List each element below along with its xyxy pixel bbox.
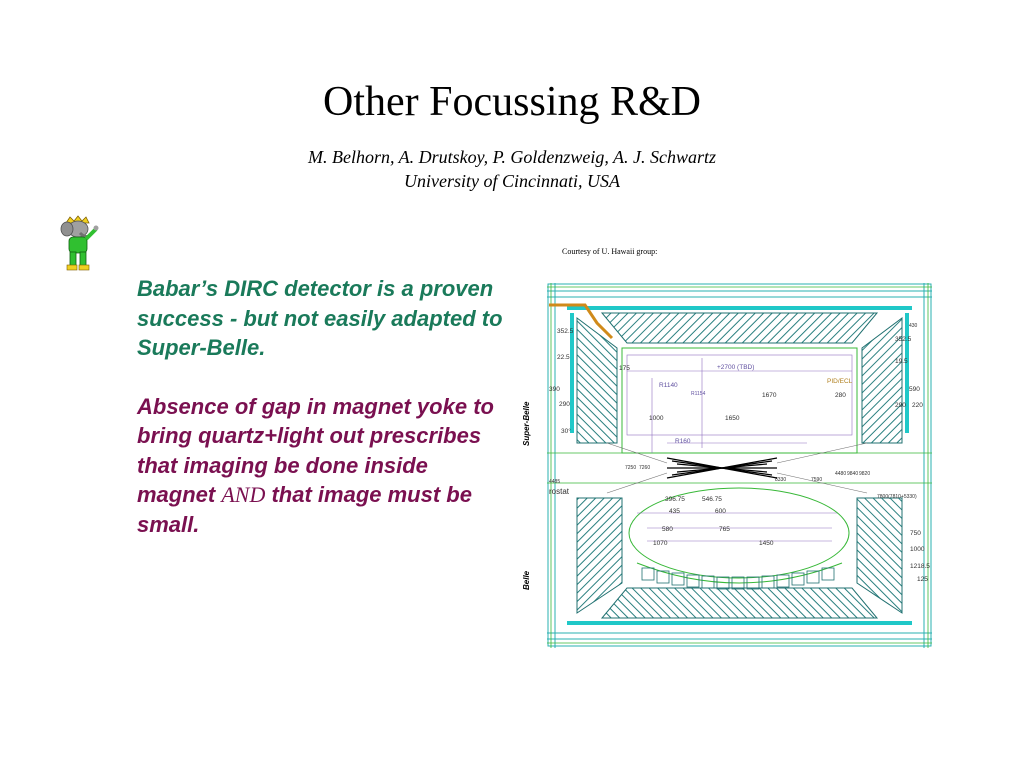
bottom-magnet-coil xyxy=(600,587,879,619)
dim-7250: 7250 xyxy=(625,465,636,471)
dim-22-5: 22.5 xyxy=(557,354,570,361)
right-lower-endcap xyxy=(856,497,903,614)
right-upper-endcap xyxy=(861,317,903,444)
body-text: Babar’s DIRC detector is a proven succes… xyxy=(137,274,507,539)
belle-outline-lines xyxy=(547,283,932,648)
lower-chamber xyxy=(628,487,850,579)
dim-590: 590 xyxy=(909,386,920,393)
affiliation-line: University of Cincinnati, USA xyxy=(404,171,620,191)
dim-175: 175 xyxy=(619,365,630,372)
orange-beam-line xyxy=(549,303,614,340)
dim-765: 765 xyxy=(719,526,730,533)
dim-7590: 7590 xyxy=(811,477,822,483)
dim-290-right: 290 xyxy=(895,402,906,409)
dim-1450: 1450 xyxy=(759,540,774,547)
dim-750: 750 xyxy=(910,530,921,537)
dim-7260: 7260 xyxy=(639,465,650,471)
authors-line: M. Belhorn, A. Drutskoy, P. Goldenzweig,… xyxy=(308,147,716,167)
dim-r1154: R1154 xyxy=(691,391,706,397)
interaction-region xyxy=(666,457,778,479)
dim-352-5-right: 352.5 xyxy=(895,336,912,343)
paragraph-dirc: Babar’s DIRC detector is a proven succes… xyxy=(137,276,503,360)
label-rostat: rostat xyxy=(549,487,570,496)
dim-125: 125 xyxy=(917,576,928,583)
dim-r1140: R1140 xyxy=(659,382,678,389)
top-magnet-coil xyxy=(600,312,879,344)
dim-1000: 1000 xyxy=(649,415,664,422)
elephant-mascot-icon xyxy=(60,215,99,271)
dimension-labels: 352.5 22.5 175 390 290 30° 4485 rostat 3… xyxy=(549,323,930,583)
dim-600: 600 xyxy=(715,508,726,515)
lower-calorimeter-shape xyxy=(636,562,843,584)
left-lower-endcap xyxy=(576,497,623,614)
dim-352-5-left: 352.5 xyxy=(557,328,574,335)
dimension-lines xyxy=(626,354,853,542)
thick-yoke-bars xyxy=(567,306,912,625)
dim-2700-tbd: +2700 (TBD) xyxy=(717,364,754,371)
calorimeter-crystals xyxy=(641,567,835,590)
author-block: M. Belhorn, A. Drutskoy, P. Goldenzweig,… xyxy=(0,145,1024,193)
gap-text-start: Absence of gap in magnet yoke to bring q… xyxy=(137,393,494,508)
dim-30-degrees: 30° xyxy=(561,427,571,435)
super-belle-label: Super-Belle xyxy=(522,401,531,446)
and-emphasis: AND xyxy=(221,482,266,507)
left-upper-endcap xyxy=(576,317,618,444)
dim-1070: 1070 xyxy=(653,540,668,547)
dim-430: 430 xyxy=(909,323,918,329)
belle-label: Belle xyxy=(522,570,531,590)
dim-7800: 7800(7810+5330) xyxy=(877,494,917,500)
dim-220: 220 xyxy=(912,402,923,409)
label-pid-ecl: PID/ECL xyxy=(827,378,853,385)
dim-8330: 8330 xyxy=(775,477,786,483)
dim-9840: 9840 xyxy=(847,471,858,477)
beam-crossing-lines xyxy=(606,442,868,494)
dim-1000-right: 1000 xyxy=(910,546,925,553)
dim-435: 435 xyxy=(669,508,680,515)
dim-390: 390 xyxy=(549,386,560,393)
dim-546-75: 546.75 xyxy=(702,496,722,503)
dim-19-5: 19.5 xyxy=(895,358,908,365)
outer-yoke-lines xyxy=(547,283,932,648)
dim-580: 580 xyxy=(662,526,673,533)
dim-396-75: 396.75 xyxy=(665,496,685,503)
inner-chamber xyxy=(621,347,858,454)
paragraph-gap: Absence of gap in magnet yoke to bring q… xyxy=(137,392,507,540)
dim-1670: 1670 xyxy=(762,392,777,399)
dim-1218-5: 1218.5 xyxy=(910,563,930,570)
dim-9820: 9820 xyxy=(859,471,870,477)
dim-290-left: 290 xyxy=(559,401,570,408)
slide-title: Other Focussing R&D xyxy=(323,79,701,125)
detector-cross-section-diagram: 352.5 22.5 175 390 290 30° 4485 rostat 3… xyxy=(547,283,932,648)
dim-4485: 4485 xyxy=(549,479,560,485)
dim-280: 280 xyxy=(835,392,846,399)
courtesy-caption: Courtesy of U. Hawaii group: xyxy=(562,247,658,256)
dim-r160: R160 xyxy=(675,438,691,445)
gap-text-end: that image must be small. xyxy=(137,482,472,537)
dim-4480: 4480 xyxy=(835,471,846,477)
dim-1650: 1650 xyxy=(725,415,740,422)
